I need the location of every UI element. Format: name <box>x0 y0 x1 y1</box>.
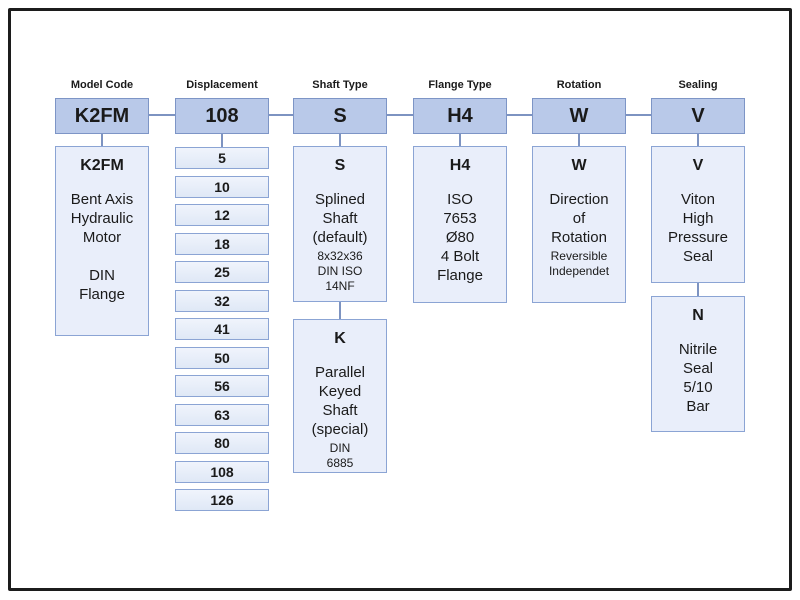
option-code: N <box>692 307 704 324</box>
option-code: K <box>334 330 346 347</box>
option-description: ISO 7653 Ø80 4 Bolt Flange <box>437 191 483 284</box>
option-code: S <box>334 157 346 174</box>
connector-v-displacement <box>221 134 223 147</box>
displacement-value-box: 41 <box>175 318 269 340</box>
option-box-seal-n: N Nitrile Seal 5/10 Bar <box>651 296 745 432</box>
connector-v-sealing <box>697 134 699 146</box>
connector-h2 <box>269 114 293 116</box>
displacement-value-box: 10 <box>175 175 269 198</box>
column-label-model-code: Model Code <box>70 79 134 91</box>
option-description: Nitrile Seal 5/10 Bar <box>678 341 718 415</box>
displacement-value-list: 5 10 12 18 25 32 41 50 56 63 80 108 126 <box>175 147 269 511</box>
option-box-flange-h4: H4 ISO 7653 Ø80 4 Bolt Flange <box>413 146 507 303</box>
header-box-sealing: V <box>651 98 745 134</box>
connector-h3 <box>387 114 413 116</box>
option-box-seal-v: V Viton High Pressure Seal <box>651 146 745 283</box>
connector-v-seal-n <box>697 283 699 296</box>
column-label-flange-type: Flange Type <box>428 79 492 91</box>
option-box-shaft-k: K Parallel Keyed Shaft (special) DIN 688… <box>293 319 387 473</box>
displacement-value-box: 80 <box>175 432 269 454</box>
option-code: V <box>692 157 704 174</box>
option-box-shaft-s: S Splined Shaft (default) 8x32x36 DIN IS… <box>293 146 387 302</box>
column-label-displacement: Displacement <box>186 79 258 91</box>
option-note: 8x32x36 DIN ISO 14NF <box>317 249 363 293</box>
displacement-value-box: 25 <box>175 261 269 283</box>
option-code: W <box>571 157 587 174</box>
header-box-shaft-type: S <box>293 98 387 134</box>
option-note: Reversible Independet <box>548 249 610 278</box>
connector-v-shaft-type <box>339 134 341 146</box>
header-box-rotation: W <box>532 98 626 134</box>
header-box-displacement: 108 <box>175 98 269 134</box>
option-code: K2FM <box>80 157 124 174</box>
option-box-model-code: K2FM Bent Axis Hydraulic Motor DIN Flang… <box>55 146 149 336</box>
connector-h4 <box>507 114 532 116</box>
displacement-value-box: 50 <box>175 346 269 369</box>
column-label-shaft-type: Shaft Type <box>312 79 368 91</box>
outer-frame <box>8 8 792 591</box>
option-code: H4 <box>449 157 471 174</box>
connector-h1 <box>149 114 175 116</box>
displacement-value-box: 5 <box>175 147 269 169</box>
option-box-rotation-w: W Direction of Rotation Reversible Indep… <box>532 146 626 303</box>
displacement-value-box: 126 <box>175 489 269 511</box>
option-description: Viton High Pressure Seal <box>667 191 729 265</box>
displacement-value-box: 56 <box>175 375 269 397</box>
connector-v-rotation <box>578 134 580 146</box>
option-description: Parallel Keyed Shaft (special) <box>311 364 369 438</box>
connector-v-model-code <box>101 134 103 146</box>
displacement-value-box: 32 <box>175 289 269 312</box>
header-box-flange-type: H4 <box>413 98 507 134</box>
option-description: Splined Shaft (default) <box>312 191 368 246</box>
connector-v-shaft-k <box>339 302 341 319</box>
column-label-sealing: Sealing <box>678 79 718 91</box>
displacement-value-box: 12 <box>175 204 269 226</box>
option-description: Bent Axis Hydraulic Motor DIN Flange <box>70 191 134 303</box>
displacement-value-box: 63 <box>175 403 269 426</box>
header-box-model-code: K2FM <box>55 98 149 134</box>
displacement-value-box: 18 <box>175 232 269 255</box>
connector-v-flange-type <box>459 134 461 146</box>
option-note: DIN 6885 <box>326 441 354 470</box>
column-label-rotation: Rotation <box>556 79 602 91</box>
displacement-value-box: 108 <box>175 460 269 483</box>
connector-h5 <box>626 114 651 116</box>
option-description: Direction of Rotation <box>549 191 609 246</box>
